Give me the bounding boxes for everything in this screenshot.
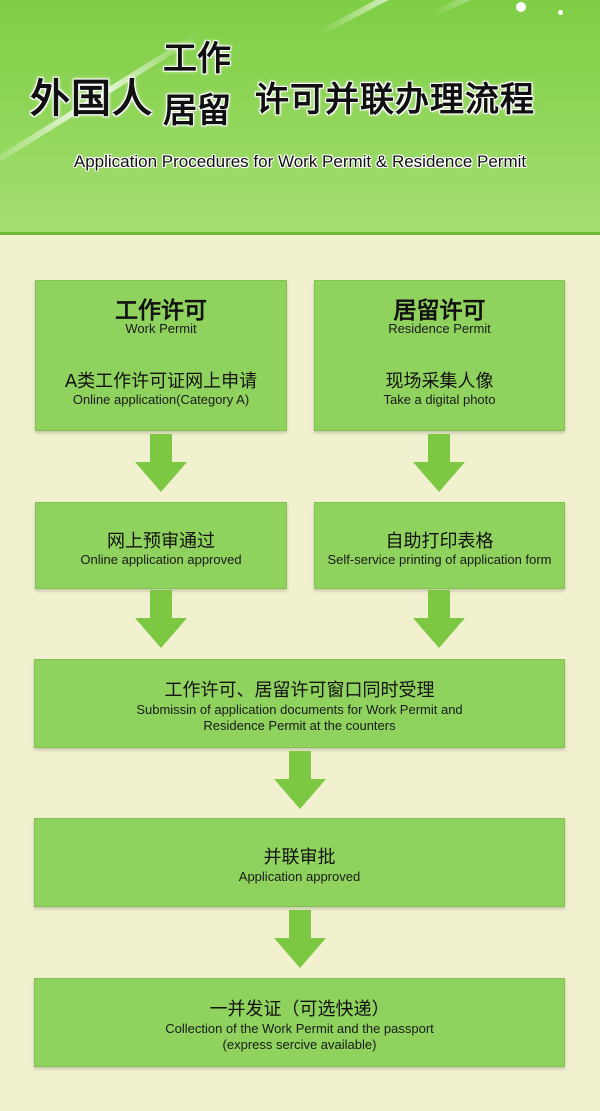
title-residence: 居留: [163, 91, 231, 131]
residence-permit-heading: 居留许可: [393, 298, 486, 324]
joint-submission-text-en-line1: Submissin of application documents for W…: [136, 702, 463, 717]
title-work: 工作: [163, 39, 231, 79]
self-service-printing-text-en: Self-service printing of application for…: [327, 552, 552, 567]
decorative-light-streak: [318, 0, 498, 36]
down-arrow-icon: [274, 910, 326, 968]
title-foreigners: 外国人: [30, 76, 153, 122]
online-approved-text-en: Online application approved: [80, 552, 242, 567]
down-arrow-icon: [413, 434, 465, 492]
residence-permit-step1-en: Take a digital photo: [383, 392, 496, 407]
decorative-light-streak: [428, 0, 560, 18]
joint-submission-box: 工作许可、居留许可窗口同时受理 Submissin of application…: [34, 659, 565, 748]
work-permit-box: 工作许可 Work Permit A类工作许可证网上申请 Online appl…: [35, 280, 287, 431]
online-approved-text: 网上预审通过: [107, 531, 215, 552]
work-permit-step1: A类工作许可证网上申请: [64, 371, 258, 392]
down-arrow-icon: [135, 434, 187, 492]
joint-approval-text-en: Application approved: [238, 869, 361, 884]
online-approved-box: 网上预审通过 Online application approved: [35, 502, 287, 589]
joint-submission-text-en-line2: Residence Permit at the counters: [203, 718, 396, 733]
self-service-printing-text: 自助打印表格: [385, 531, 494, 552]
residence-permit-heading-en: Residence Permit: [388, 321, 491, 336]
down-arrow-icon: [413, 590, 465, 648]
collection-text-en-line1: Collection of the Work Permit and the pa…: [165, 1021, 434, 1036]
down-arrow-icon: [135, 590, 187, 648]
header-banner: 外国人 工作 居留 许可并联办理流程 Application Procedure…: [0, 0, 600, 235]
residence-permit-step1: 现场采集人像: [385, 371, 494, 392]
collection-text-en-line2: (express sercive available): [222, 1037, 377, 1052]
title-joint-processing: 许可并联办理流程: [255, 80, 535, 120]
work-permit-heading: 工作许可: [115, 298, 207, 324]
joint-approval-text: 并联审批: [263, 847, 336, 868]
collection-text: 一并发证（可选快递）: [209, 999, 390, 1020]
residence-permit-box: 居留许可 Residence Permit 现场采集人像 Take a digi…: [314, 280, 565, 431]
work-permit-heading-en: Work Permit: [125, 321, 197, 336]
decorative-dot: [558, 10, 563, 15]
collection-box: 一并发证（可选快递） Collection of the Work Permit…: [34, 978, 565, 1067]
work-permit-step1-en: Online application(Category A): [72, 392, 250, 407]
self-service-printing-box: 自助打印表格 Self-service printing of applicat…: [314, 502, 565, 589]
title-english: Application Procedures for Work Permit &…: [73, 152, 527, 171]
decorative-dot: [516, 2, 526, 12]
down-arrow-icon: [274, 751, 326, 809]
joint-submission-text: 工作许可、居留许可窗口同时受理: [164, 680, 435, 701]
joint-approval-box: 并联审批 Application approved: [34, 818, 565, 907]
